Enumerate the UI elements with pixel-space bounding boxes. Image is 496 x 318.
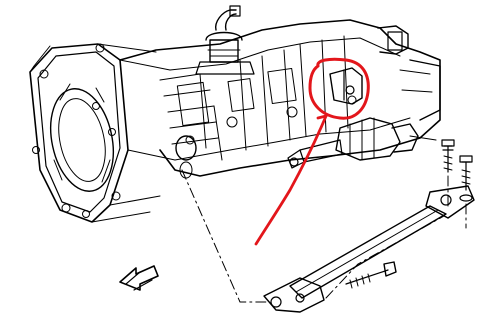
rear-extension (377, 25, 441, 121)
transmission-case (119, 19, 441, 179)
shifter-tower (195, 5, 255, 75)
red-annotation (254, 57, 370, 246)
shift-linkage (263, 185, 475, 313)
bolt-hardware (441, 139, 473, 202)
mount-bracket (329, 67, 363, 105)
forward-arrow-icon (119, 265, 159, 291)
slave-cylinder-assembly (287, 117, 437, 169)
alignment-lines (181, 169, 467, 303)
bell-housing (29, 43, 176, 223)
